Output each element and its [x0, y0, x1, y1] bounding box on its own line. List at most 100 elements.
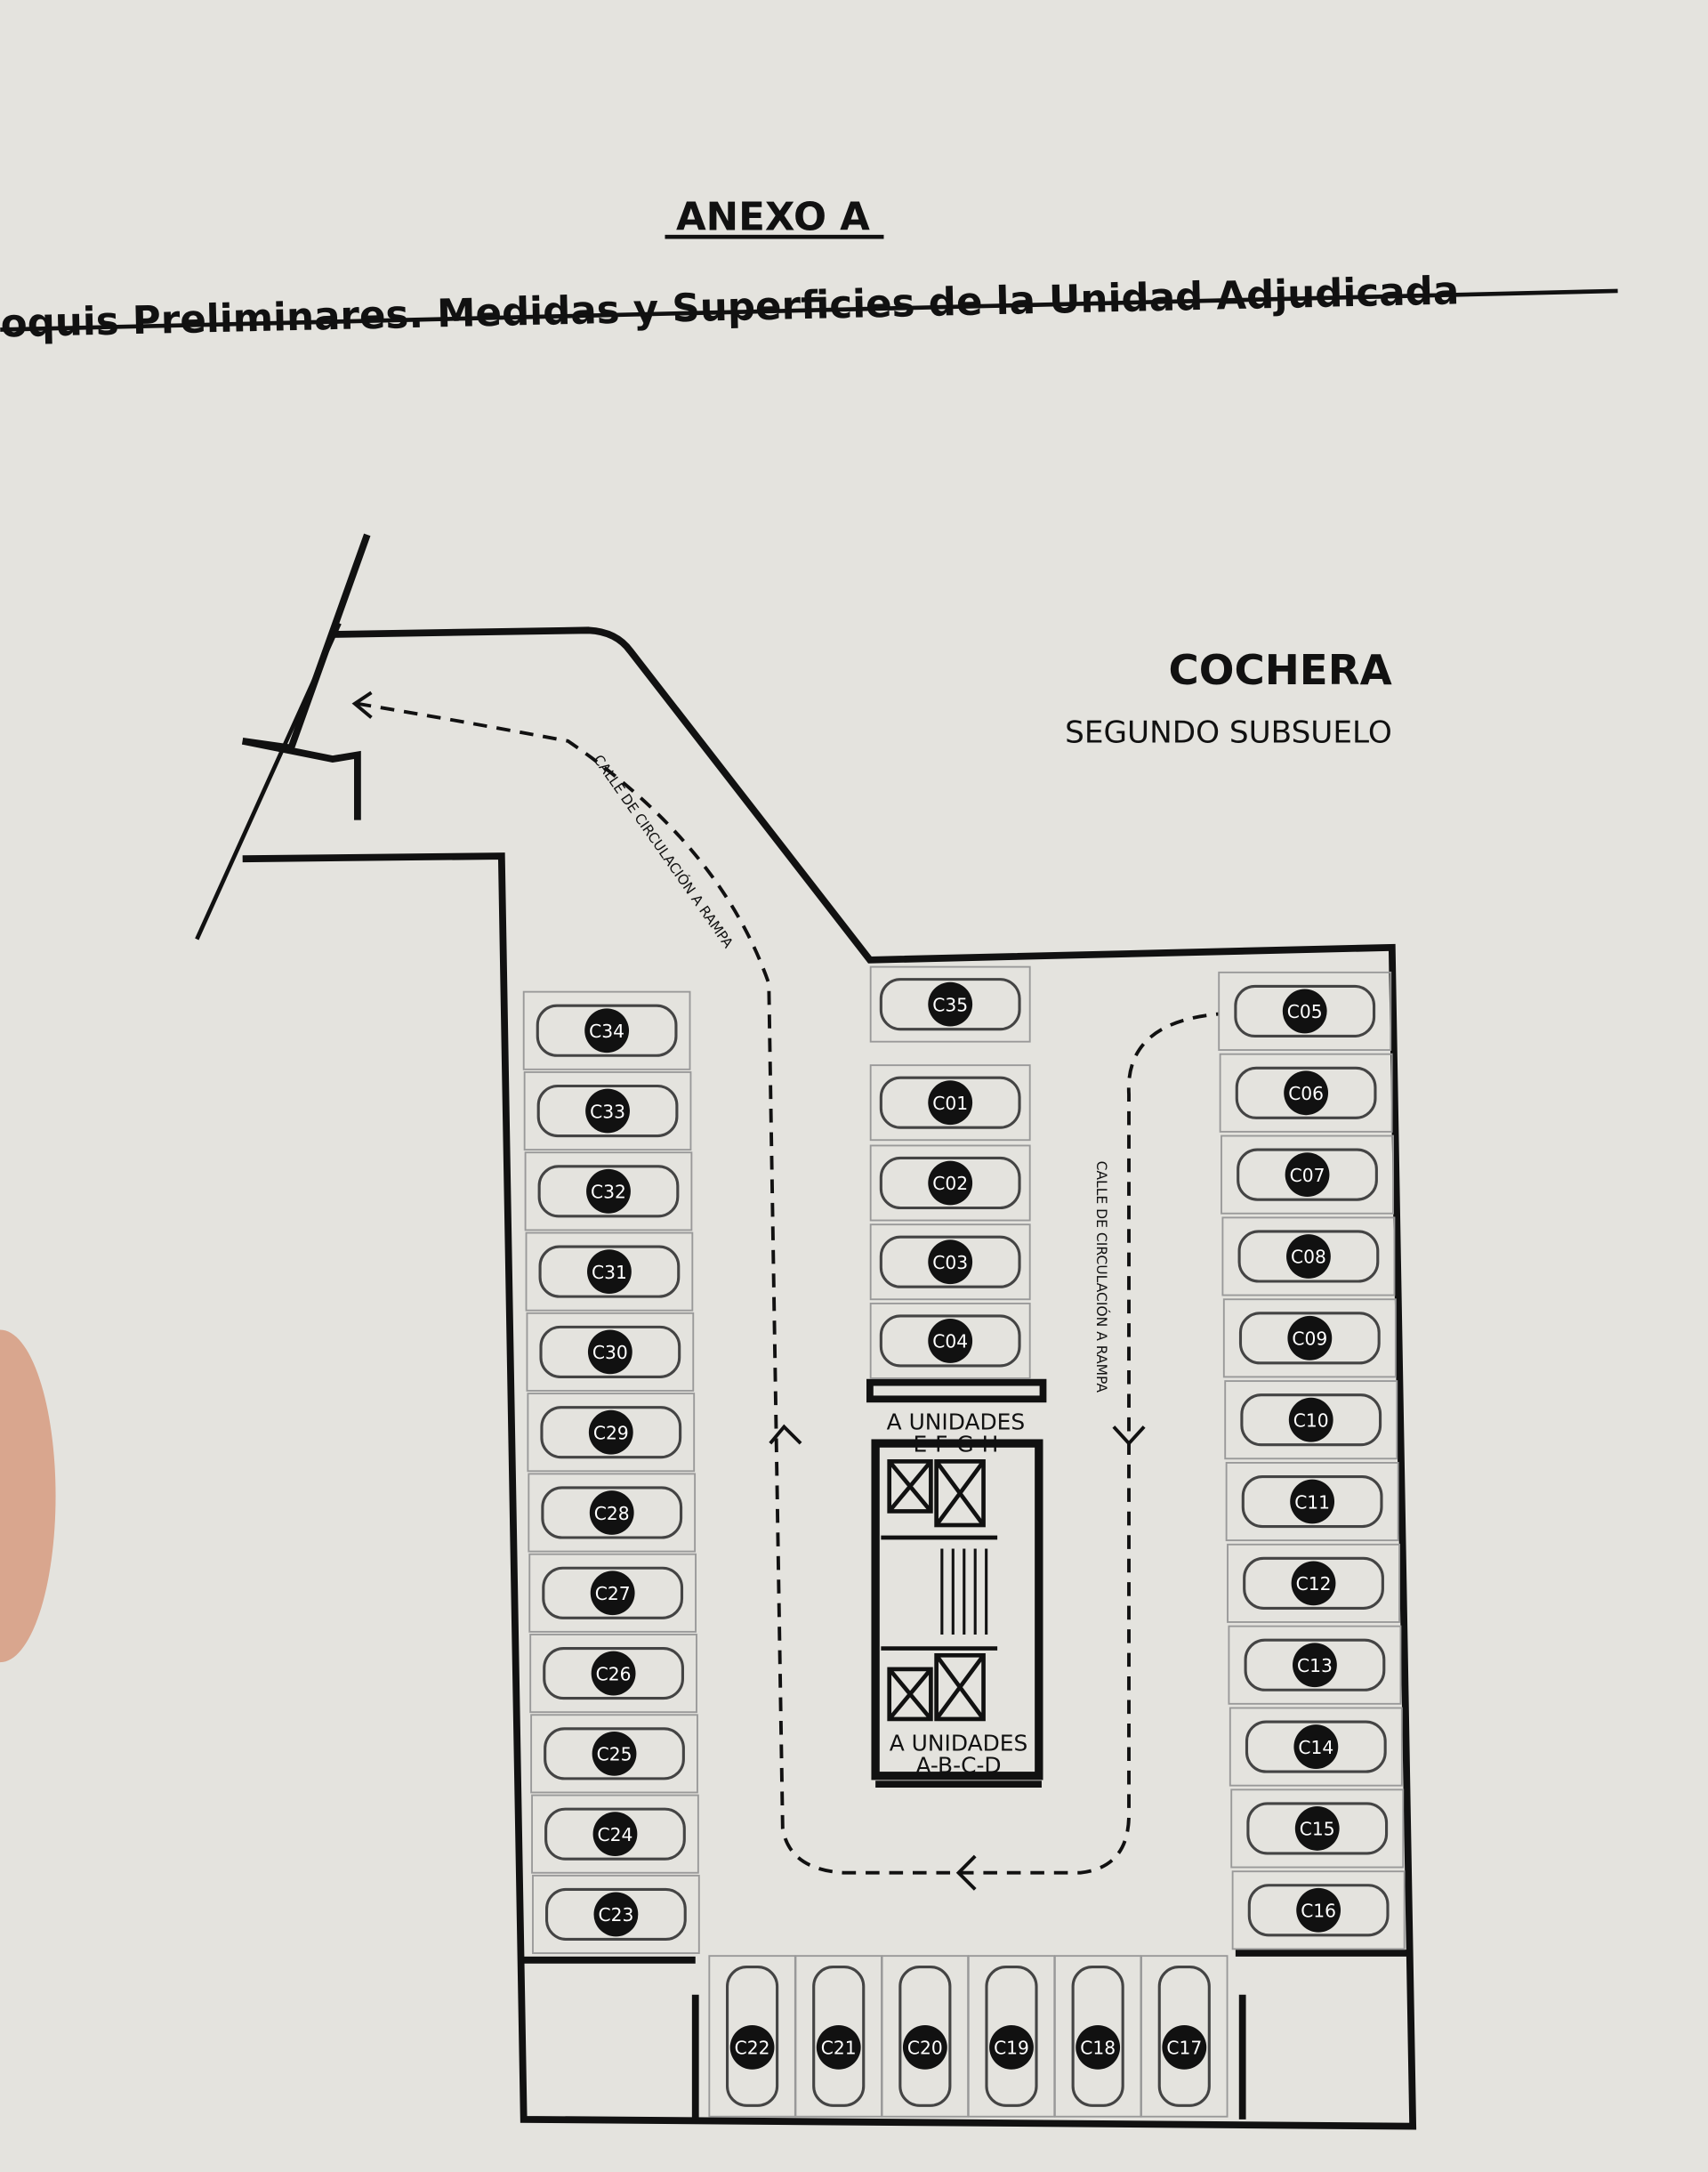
car-icon — [541, 1486, 683, 1539]
space-badge — [816, 2024, 861, 2070]
space-badge — [586, 1168, 631, 1214]
parking-space-c01[interactable]: C01 — [869, 1064, 1031, 1142]
car-icon — [1243, 1556, 1384, 1610]
arrow-icon — [351, 690, 373, 719]
space-label: C35 — [932, 994, 968, 1015]
parking-spaces: C34C33C32C31C30C29C28C27C26C25C24C23C35C… — [522, 965, 1406, 2118]
parking-space-c02[interactable]: C02 — [869, 1144, 1031, 1222]
space-badge — [1293, 1643, 1337, 1688]
car-icon — [544, 1887, 687, 1942]
parking-space-c35[interactable]: C35 — [869, 965, 1031, 1043]
car-icon — [898, 1966, 952, 2107]
car-icon — [812, 1966, 866, 2107]
space-label: C16 — [1301, 1901, 1336, 1922]
core-label-bottom-1: A UNIDADES — [890, 1731, 1028, 1756]
circulation-path — [357, 701, 1220, 1875]
core-label-bottom-2: A-B-C-D — [915, 1753, 1001, 1779]
parking-space-c03[interactable]: C03 — [869, 1223, 1031, 1301]
space-badge — [1291, 1561, 1336, 1606]
space-label: C06 — [1288, 1083, 1324, 1104]
space-label: C03 — [932, 1252, 968, 1273]
parking-space-c09[interactable]: C09 — [1222, 1298, 1397, 1378]
space-label: C04 — [932, 1331, 968, 1352]
space-badge — [584, 1008, 630, 1054]
parking-space-c16[interactable]: C16 — [1231, 1870, 1406, 1950]
car-icon — [1246, 1802, 1389, 1855]
parking-space-c14[interactable]: C14 — [1229, 1707, 1403, 1787]
space-badge — [1288, 1397, 1333, 1442]
space-label: C10 — [1293, 1409, 1329, 1431]
car-icon — [543, 1646, 684, 1700]
space-badge — [587, 1249, 632, 1295]
parking-space-c10[interactable]: C10 — [1224, 1380, 1398, 1460]
parking-space-c19[interactable]: C19 — [967, 1955, 1056, 2118]
parking-space-c13[interactable]: C13 — [1228, 1625, 1402, 1705]
parking-space-c34[interactable]: C34 — [522, 990, 691, 1070]
annex-title: ANEXO A — [676, 195, 870, 239]
space-label: C34 — [589, 1021, 624, 1042]
space-badge — [729, 2024, 775, 2070]
space-badge — [928, 1319, 973, 1363]
parking-space-c04[interactable]: C04 — [869, 1302, 1031, 1379]
car-icon — [544, 1807, 686, 1861]
plan-title: COCHERA — [1169, 647, 1392, 695]
arrow-icon — [1112, 1425, 1146, 1447]
car-icon — [1237, 1230, 1380, 1283]
space-label: C17 — [1166, 2038, 1202, 2059]
space-badge — [928, 1080, 973, 1126]
car-icon — [725, 1966, 779, 2107]
arrow-icon — [955, 1854, 977, 1891]
parking-space-c28[interactable]: C28 — [528, 1473, 697, 1553]
car-icon — [879, 1076, 1021, 1129]
space-label: C07 — [1290, 1165, 1325, 1186]
parking-space-c05[interactable]: C05 — [1218, 971, 1392, 1051]
parking-space-c31[interactable]: C31 — [525, 1231, 694, 1312]
parking-space-c29[interactable]: C29 — [527, 1393, 696, 1473]
parking-space-c27[interactable]: C27 — [528, 1553, 697, 1633]
parking-space-c23[interactable]: C23 — [532, 1874, 700, 1954]
parking-space-c17[interactable]: C17 — [1140, 1955, 1229, 2118]
car-icon — [540, 1406, 682, 1459]
space-badge — [589, 1490, 634, 1535]
parking-space-c33[interactable]: C33 — [523, 1070, 692, 1151]
space-badge — [1284, 1070, 1329, 1116]
car-icon — [537, 1165, 680, 1218]
space-badge — [1287, 1315, 1333, 1361]
parking-space-c20[interactable]: C20 — [881, 1955, 970, 2118]
space-badge — [1076, 2024, 1121, 2070]
space-badge — [590, 1570, 635, 1616]
space-badge — [592, 1731, 637, 1776]
space-label: C25 — [597, 1744, 632, 1765]
finger — [0, 1329, 56, 1663]
parking-space-c24[interactable]: C24 — [531, 1794, 699, 1874]
parking-space-c30[interactable]: C30 — [526, 1312, 695, 1392]
subtitle-underline — [0, 288, 1618, 332]
space-badge — [591, 1651, 636, 1696]
car-icon — [536, 1084, 679, 1138]
parking-space-c06[interactable]: C06 — [1219, 1053, 1393, 1133]
space-label: C02 — [932, 1173, 968, 1194]
space-badge — [592, 1812, 638, 1857]
space-label: C23 — [598, 1904, 633, 1926]
parking-space-c15[interactable]: C15 — [1230, 1788, 1405, 1869]
parking-space-c08[interactable]: C08 — [1221, 1216, 1396, 1296]
car-icon — [879, 1235, 1021, 1288]
space-label: C12 — [1296, 1573, 1332, 1595]
space-label: C11 — [1294, 1491, 1330, 1513]
car-icon — [1244, 1638, 1386, 1692]
parking-space-c25[interactable]: C25 — [530, 1714, 698, 1794]
space-label: C29 — [593, 1422, 629, 1443]
space-badge — [1290, 1479, 1335, 1524]
space-badge — [587, 1329, 632, 1375]
parking-space-c07[interactable]: C07 — [1221, 1134, 1394, 1215]
space-label: C24 — [598, 1824, 633, 1845]
parking-space-c11[interactable]: C11 — [1225, 1462, 1399, 1542]
car-icon — [536, 1004, 678, 1057]
parking-space-c26[interactable]: C26 — [529, 1634, 697, 1714]
parking-space-c32[interactable]: C32 — [524, 1151, 693, 1231]
car-icon — [1240, 1393, 1382, 1447]
space-label: C22 — [735, 2038, 770, 2059]
car-icon — [1237, 1148, 1378, 1201]
parking-space-c12[interactable]: C12 — [1227, 1543, 1400, 1623]
